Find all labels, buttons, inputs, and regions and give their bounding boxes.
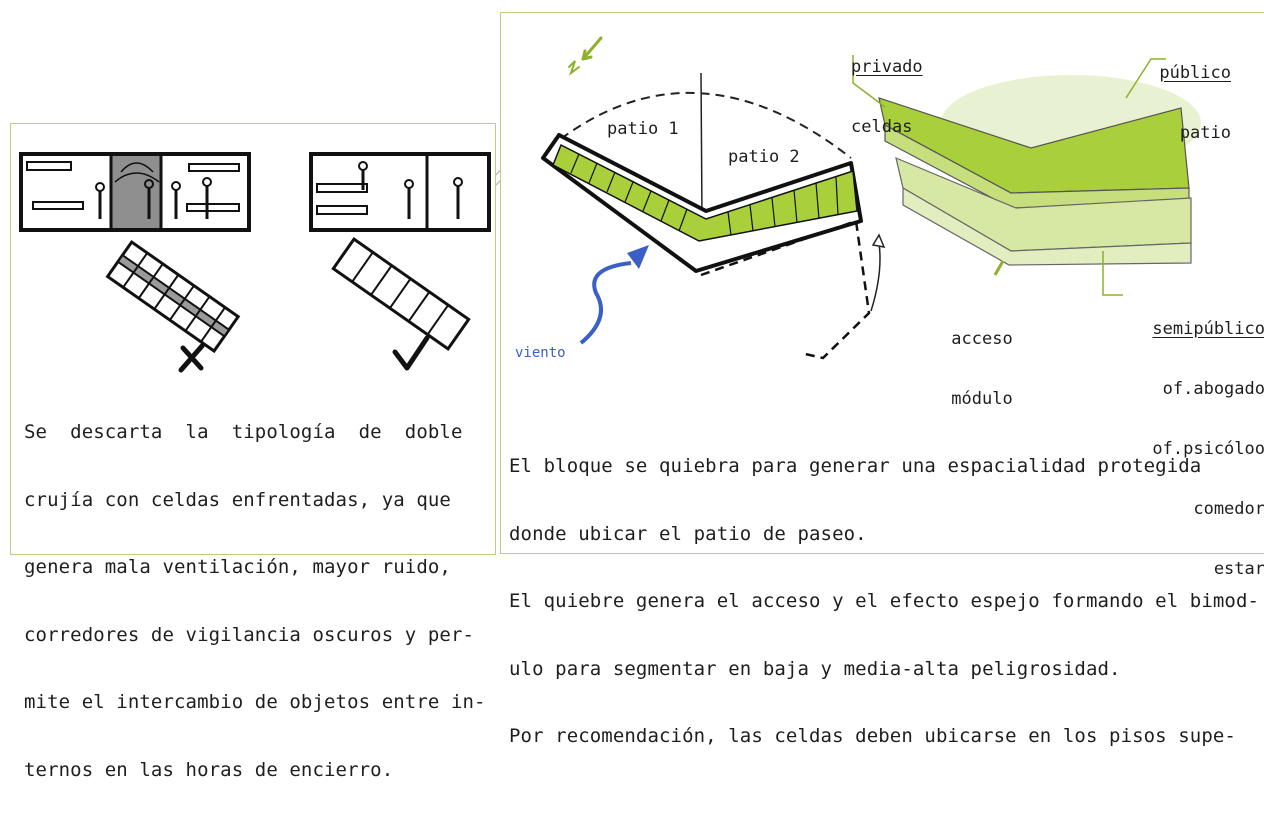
left-panel: Se descarta la tipología de doble crujía… [10,123,496,781]
double-bay-plan [105,239,241,354]
private-title: privado [851,57,923,77]
access-label: acceso módulo [939,289,1025,449]
access-arrow [993,260,1005,276]
public-zone-label: público patio [1155,23,1231,183]
double-bay-section [19,152,251,232]
desc-line: Se descarta la tipología de doble [24,421,463,443]
public-title: público [1159,63,1231,83]
access-line: acceso [951,329,1013,349]
right-description: El bloque se quiebra para generar una es… [509,410,1259,793]
wind-arrow [579,261,632,345]
semipublic-item: comedor [1193,499,1264,519]
desc-line: genera mala ventilación, mayor ruido, [24,556,451,578]
courtyard-divider [700,72,703,219]
patio-1-label: patio 1 [607,119,679,139]
private-item: celdas [851,117,913,137]
single-bay-plan [331,237,471,351]
typology-sketches [19,152,491,373]
zone-diagram [852,55,1201,296]
desc-line: Por recomendación, las celdas deben ubic… [509,725,1236,747]
wind-label: viento [515,345,566,361]
semipublic-item: of.abogado [1162,379,1264,399]
rotation-arrowhead [871,233,886,248]
desc-line: mite el intercambio de objetos entre in- [24,691,486,713]
desc-line: donde ubicar el patio de paseo. [509,522,867,545]
block-diagram [541,36,1201,360]
access-line: módulo [951,389,1013,409]
approve-mark [392,335,430,371]
cell-divisions [570,153,839,236]
desc-line: crujía con celdas enfrentadas, ya que [24,488,451,511]
desc-line: ulo para segmentar en baja y media-alta … [509,657,1121,680]
rotation-arrow [870,242,881,312]
patio-2-label: patio 2 [728,147,800,167]
desc-line: El bloque se quiebra para generar una es… [509,455,1202,477]
wind-arrowhead [627,245,649,269]
desc-line: corredores de vigilancia oscuros y per- [24,623,475,646]
v-block-outline [541,133,863,273]
semipublic-title: semipúblico [1152,319,1264,339]
right-panel: patio 1 patio 2 viento privado celdas pú… [500,12,1264,747]
north-arrow-icon [568,36,603,76]
desc-line: El quiebre genera el acceso y el efecto … [509,590,1260,612]
semipublic-item: of.psicóloo [1152,439,1264,459]
private-zone-label: privado celdas [851,17,923,177]
courtyard-arc [548,91,852,159]
left-description: Se descarta la tipología de doble crujía… [24,376,486,826]
desc-line: ternos en las horas de encierro. [24,758,394,781]
single-bay-section [309,152,491,232]
mirror-block-outline [700,219,871,360]
public-item: patio [1179,123,1231,143]
v-block-cells [552,143,858,242]
reject-mark [178,343,205,373]
